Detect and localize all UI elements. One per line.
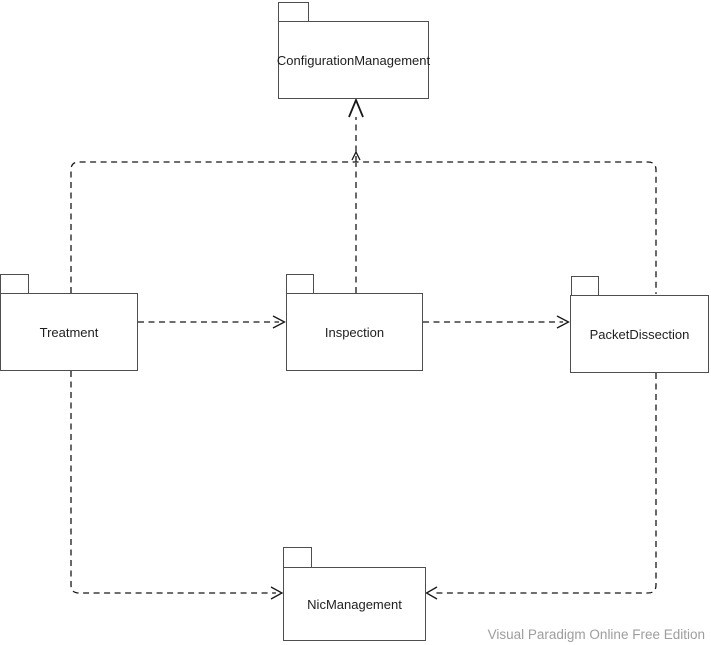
package-inspection-body[interactable]: Inspection xyxy=(286,293,423,371)
package-tab-icon xyxy=(278,2,309,22)
connector-rail-to-configurationmanagement[interactable] xyxy=(70,161,657,294)
package-label-inspection: Inspection xyxy=(324,324,385,340)
package-label-configuration-management: ConfigurationManagement xyxy=(276,52,431,68)
package-label-nic-management: NicManagement xyxy=(307,596,402,612)
package-label-treatment: Treatment xyxy=(39,324,99,340)
arrowhead-inspection-merge-icon xyxy=(351,150,361,161)
arrowhead-treatment-to-nicmanagement-icon xyxy=(270,586,284,600)
package-label-packet-dissection: PacketDissection xyxy=(589,326,690,342)
package-configuration-management-body[interactable]: ConfigurationManagement xyxy=(276,21,431,99)
arrowhead-treatment-to-inspection-icon xyxy=(272,315,286,329)
package-tab-icon xyxy=(283,547,312,568)
arrowhead-inspection-to-packetdissection-icon xyxy=(556,315,570,329)
arrowhead-packetdissection-to-nicmanagement-icon xyxy=(425,586,438,600)
connector-packetdissection-to-nicmanagement[interactable] xyxy=(432,373,657,594)
package-tab-icon xyxy=(0,274,29,294)
package-tab-icon xyxy=(571,276,599,296)
package-nic-management-body[interactable]: NicManagement xyxy=(283,567,426,641)
connector-treatment-to-nicmanagement[interactable] xyxy=(70,371,276,594)
arrowhead-configurationmanagement-icon xyxy=(348,97,364,118)
package-treatment-body[interactable]: Treatment xyxy=(0,293,138,371)
package-packet-dissection-body[interactable]: PacketDissection xyxy=(570,295,709,373)
package-tab-icon xyxy=(286,274,314,294)
watermark: Visual Paradigm Online Free Edition xyxy=(487,627,705,642)
